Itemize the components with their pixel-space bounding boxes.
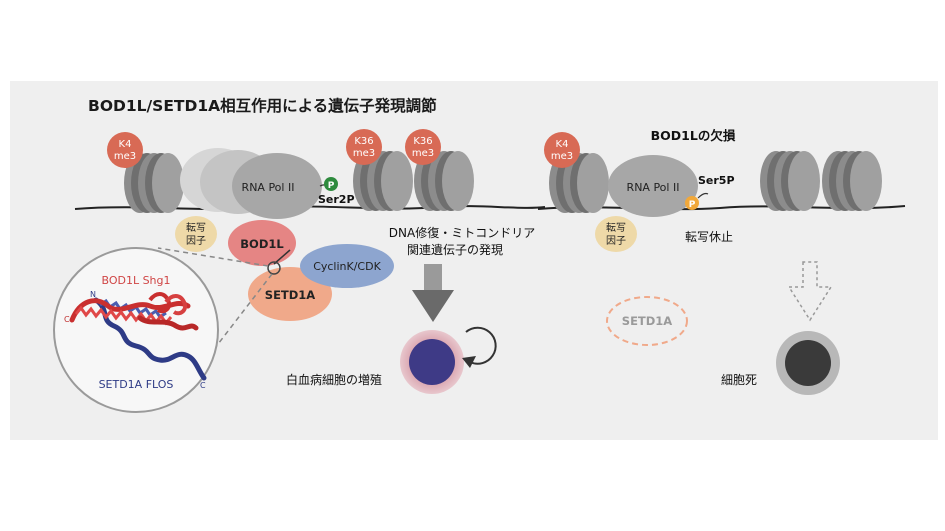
rna-pol-ii-left: RNA Pol II	[232, 153, 322, 219]
svg-text:転写: 転写	[606, 222, 626, 234]
svg-text:Ser2P: Ser2P	[318, 193, 355, 206]
svg-text:Ser5P: Ser5P	[698, 174, 735, 187]
nucleosome-r3	[822, 151, 882, 211]
zoom-line-top	[157, 247, 269, 267]
svg-text:SETD1A: SETD1A	[265, 288, 316, 302]
svg-text:因子: 因子	[606, 235, 626, 247]
svg-text:me3: me3	[551, 151, 573, 162]
annotation-line-2: 関連遺伝子の発現	[407, 242, 503, 257]
svg-text:RNA Pol II: RNA Pol II	[627, 181, 680, 194]
histone-mark-k36me3-1: K36 me3	[346, 129, 382, 165]
rna-pol-ii-right: RNA Pol II	[608, 155, 698, 217]
nucleosome-r2	[760, 151, 820, 211]
right-heading: BOD1Lの欠損	[651, 128, 736, 143]
svg-text:BOD1L Shg1: BOD1L Shg1	[101, 274, 170, 287]
svg-text:K36: K36	[354, 136, 373, 147]
svg-text:C: C	[200, 381, 206, 390]
annotation-line-1: DNA修復・ミトコンドリア	[389, 225, 535, 240]
svg-text:BOD1L: BOD1L	[240, 237, 284, 251]
ser5p-phospho: P Ser5P	[685, 174, 735, 210]
nucleosome-r1	[549, 153, 609, 213]
histone-mark-k36me3-2: K36 me3	[405, 129, 441, 165]
nucleosome-3	[414, 151, 474, 211]
leukemia-cell	[400, 330, 464, 394]
svg-text:因子: 因子	[186, 235, 206, 247]
svg-text:P: P	[328, 181, 335, 191]
setd1a-absent: SETD1A	[606, 296, 688, 346]
nucleosome-2	[353, 151, 413, 211]
ser2p-phospho: P Ser2P	[318, 177, 355, 206]
bod1l-protein: BOD1L	[228, 220, 296, 266]
svg-text:N: N	[90, 290, 96, 299]
svg-text:CyclinK/CDK: CyclinK/CDK	[313, 260, 381, 273]
transcription-pause-label: 転写休止	[685, 230, 733, 244]
svg-text:K4: K4	[119, 139, 132, 150]
complex-tether	[273, 249, 291, 265]
cyclink-cdk-protein: CyclinK/CDK	[300, 244, 394, 288]
svg-text:K36: K36	[413, 136, 432, 147]
transcription-factor-right: 転写 因子	[595, 216, 637, 252]
dead-cell	[776, 331, 840, 395]
interaction-focus	[267, 261, 281, 275]
down-arrow-left	[412, 264, 454, 322]
setd1a-protein: SETD1A	[248, 267, 332, 321]
svg-text:C: C	[64, 315, 70, 324]
svg-text:SETD1A FLOS: SETD1A FLOS	[99, 378, 174, 391]
svg-text:me3: me3	[412, 148, 434, 159]
svg-text:転写: 転写	[186, 222, 206, 234]
histone-mark-k4me3-right: K4 me3	[544, 132, 580, 168]
svg-text:K4: K4	[556, 139, 569, 150]
svg-text:RNA Pol II: RNA Pol II	[242, 181, 295, 194]
proliferation-arrow	[465, 326, 497, 365]
proliferation-arrowhead	[462, 356, 476, 368]
svg-text:P: P	[689, 200, 696, 210]
down-arrow-right	[787, 261, 833, 322]
transcription-factor-left: 転写 因子	[175, 216, 217, 252]
svg-text:me3: me3	[114, 151, 136, 162]
cell-caption-left: 白血病細胞の増殖	[286, 372, 382, 387]
histone-mark-k4me3-left: K4 me3	[107, 132, 143, 168]
figure-title: BOD1L/SETD1A相互作用による遺伝子発現調節	[88, 97, 437, 115]
svg-text:SETD1A: SETD1A	[622, 314, 673, 328]
structure-inset: BOD1L Shg1 SETD1A FLOS N C C	[53, 247, 219, 413]
cell-caption-right: 細胞死	[721, 373, 757, 387]
svg-text:me3: me3	[353, 148, 375, 159]
nucleosome-1	[124, 153, 184, 213]
